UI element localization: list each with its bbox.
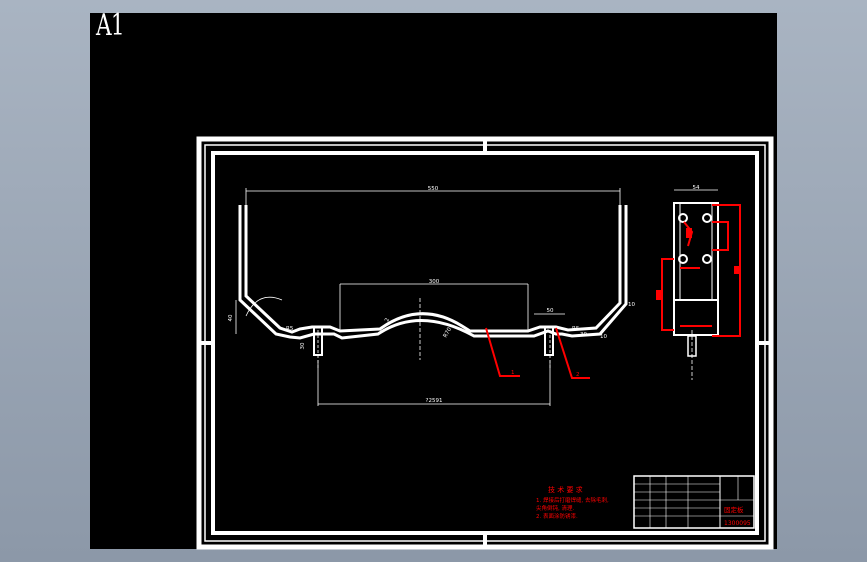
side-weld-inner <box>712 221 729 251</box>
dim-overall-width: 550 <box>428 186 439 192</box>
dim-hole-spacing: ?2591 <box>426 398 443 404</box>
dim-side-top-width: 54 <box>693 185 700 191</box>
dim-left-height: 40 <box>228 314 234 321</box>
dim-center-radius: R70 <box>443 326 454 339</box>
dim-left-fillet: R5 <box>286 326 294 332</box>
leader-label-2: 2 <box>576 372 580 378</box>
tech-line: 1. 焊接后打磨焊缝, 去除毛刺, <box>536 496 609 504</box>
dim-center-angle: 2 <box>384 317 391 322</box>
side-weld-left <box>661 258 674 331</box>
leader-part-1 <box>485 327 520 377</box>
bolt-hole <box>678 213 688 223</box>
side-weld-symbol <box>686 228 692 238</box>
sheet-border <box>196 136 774 550</box>
part-outline <box>238 205 628 340</box>
leader-part-2 <box>555 327 590 379</box>
dim-right-edge: 10 <box>600 334 607 340</box>
bolt-hole <box>702 254 712 264</box>
side-weld-symbol <box>734 266 740 274</box>
dim-right-angle: 30 <box>580 332 587 338</box>
dim-right-top: 10 <box>628 302 635 308</box>
side-body <box>673 202 719 336</box>
dim-slot-width: 50 <box>547 308 554 314</box>
title-block-part-name: 固定板 <box>724 505 744 514</box>
leader-label-1: 1 <box>511 370 515 376</box>
dim-right-fillet: R5 <box>572 326 580 332</box>
side-view: 54 <box>656 185 741 380</box>
technical-requirements: 技 术 要 求 1. 焊接后打磨焊缝, 去除毛刺, 尖角倒钝, 清理. 2. 表… <box>536 485 609 520</box>
tech-line: 2. 表面涂防锈漆. <box>536 512 578 520</box>
title-block-drawing-no: 1300095 <box>724 520 751 527</box>
front-view: 550 300 ?2591 50 40 30 R5 R5 R70 2 30 10… <box>228 186 635 406</box>
dim-inner-width: 300 <box>429 279 440 285</box>
title-block <box>633 475 755 529</box>
side-weld-symbol <box>656 290 662 300</box>
right-slot <box>544 326 554 356</box>
dim-left-slot: 30 <box>300 342 306 349</box>
sheet-size-label: A1 <box>96 8 125 43</box>
tech-line: 尖角倒钝, 清理. <box>536 504 574 512</box>
bolt-hole <box>702 213 712 223</box>
bolt-hole <box>678 254 688 264</box>
tech-title: 技 术 要 求 <box>548 485 583 494</box>
